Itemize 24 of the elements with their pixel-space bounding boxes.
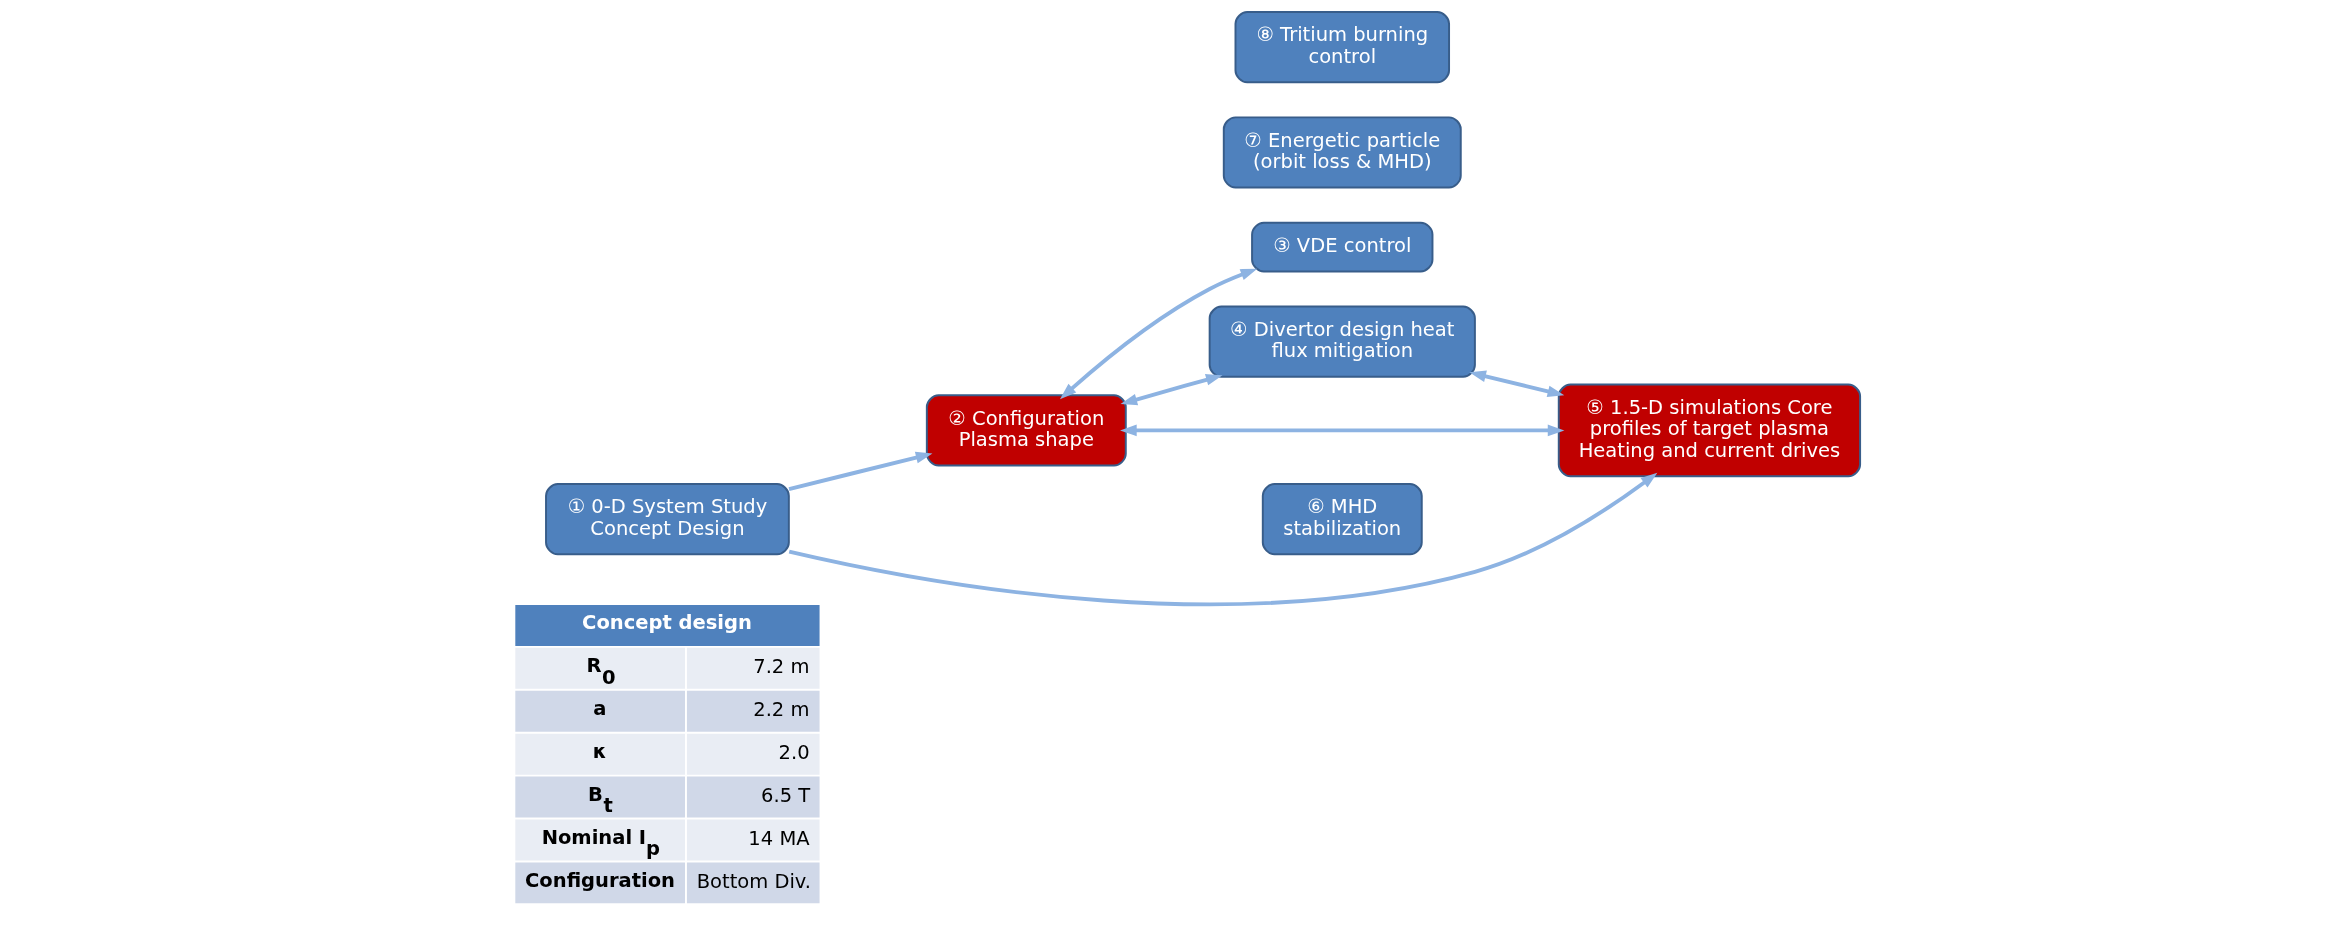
node-box: ② Configuration Plasma shape bbox=[925, 394, 1127, 467]
label: 6.5 T bbox=[760, 783, 810, 807]
label: 14 MA bbox=[747, 826, 810, 850]
arrow bbox=[1468, 370, 1564, 398]
label: 2.2 m bbox=[752, 698, 809, 722]
label: κ bbox=[592, 740, 607, 764]
node-box: ① 0-D System Study Concept Design bbox=[544, 483, 790, 556]
label: 7.2 m bbox=[752, 655, 809, 679]
node-box: ⑦ Energetic particle (orbit loss & MHD) bbox=[1222, 116, 1462, 189]
label: Configuration bbox=[524, 868, 675, 892]
label: 2.0 bbox=[778, 741, 810, 765]
node-box: ⑤ 1.5-D simulations Core profiles of target plasma Heating and current drives bbox=[1557, 383, 1861, 478]
label: Bottom Div. bbox=[696, 869, 811, 893]
node-box: ③ VDE control bbox=[1250, 221, 1433, 273]
arrow bbox=[1120, 374, 1223, 406]
node-box: ⑧ Tritium burning control bbox=[1234, 11, 1450, 84]
node-box: ⑥ MHD stabilization bbox=[1261, 483, 1423, 556]
label: Concept design bbox=[581, 611, 752, 635]
node-box: ④ Divertor design heat flux mitigation bbox=[1208, 305, 1476, 378]
arrow bbox=[1059, 268, 1257, 400]
label: a bbox=[592, 697, 606, 721]
arrow bbox=[788, 451, 932, 492]
arrow bbox=[1119, 424, 1564, 437]
arrow bbox=[788, 472, 1657, 607]
